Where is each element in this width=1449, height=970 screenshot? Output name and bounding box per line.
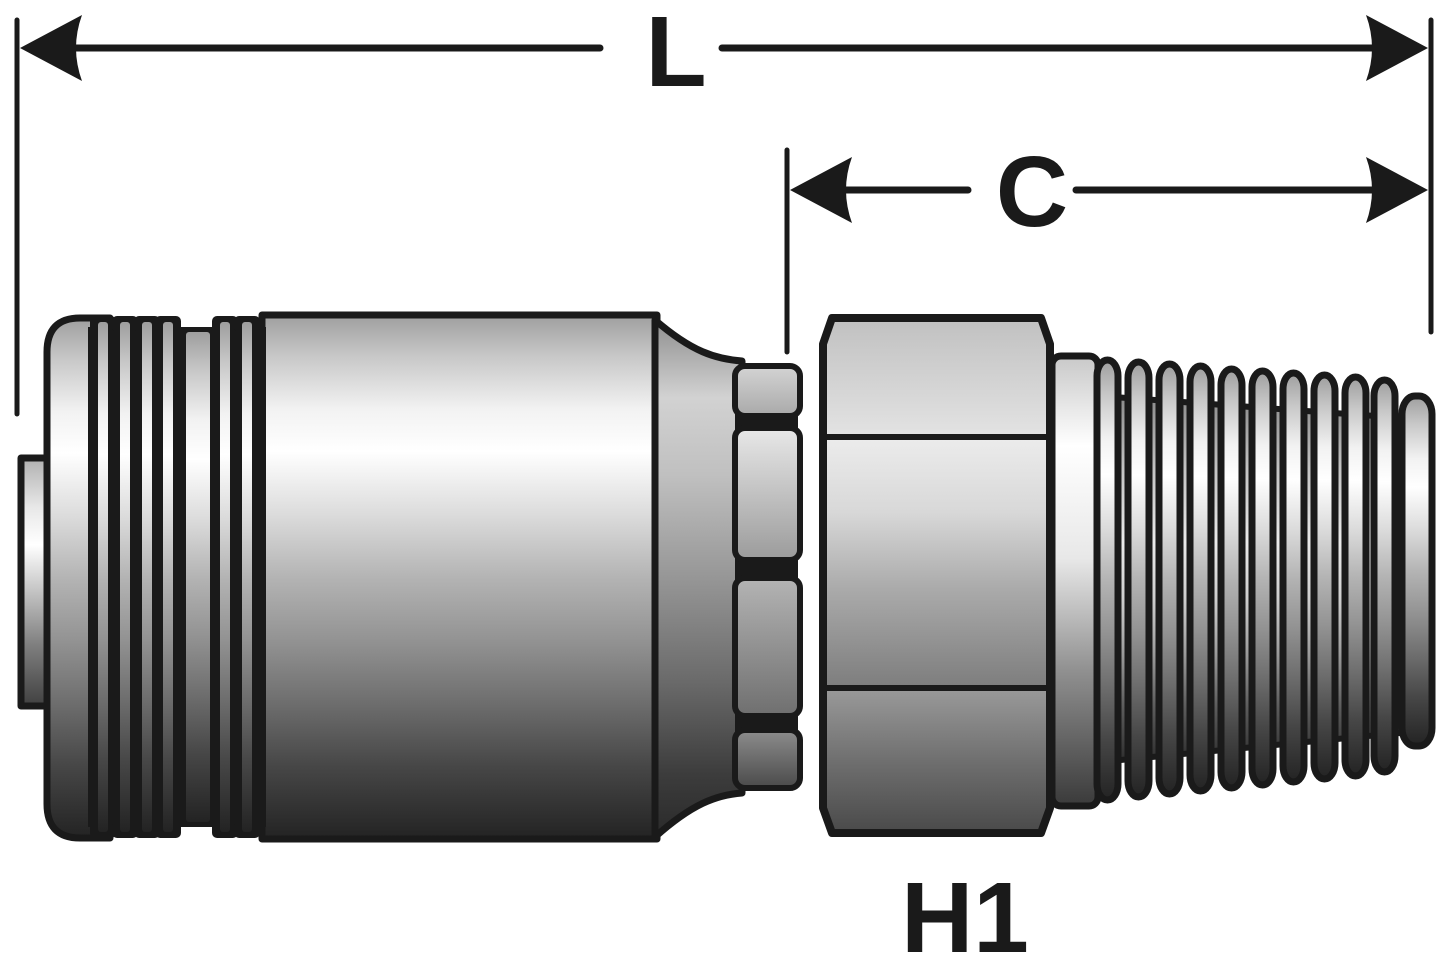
- crimp-shell-body: [258, 311, 661, 843]
- arrowhead-right: [1366, 15, 1428, 81]
- dimension-line-L: [20, 15, 1428, 81]
- thread-crest: [1279, 369, 1308, 786]
- thread-crest: [1155, 360, 1184, 798]
- crimp-shell-serrations: [88, 316, 266, 838]
- thread-crest: [1186, 362, 1215, 795]
- dimension-label-C: C: [996, 136, 1068, 248]
- arrowhead-left: [790, 157, 852, 223]
- thread-crest: [1310, 371, 1339, 783]
- thread-crest: [1124, 358, 1153, 801]
- dimension-annotations: L C H1: [14, 0, 1434, 970]
- thread-crest: [1248, 367, 1277, 789]
- hex-nut: [819, 314, 1054, 837]
- thread-neck: [1048, 352, 1102, 810]
- collar-grooves: [732, 363, 803, 791]
- male-tapered-thread: [1093, 356, 1436, 804]
- arrowhead-right: [1366, 157, 1428, 223]
- thread-end-chamfer: [1398, 392, 1436, 750]
- arrowhead-left: [20, 15, 82, 81]
- hex-size-label-H1: H1: [901, 862, 1029, 970]
- thread-crest: [1093, 356, 1122, 804]
- thread-crest: [1217, 365, 1246, 792]
- thread-crest: [1341, 373, 1370, 780]
- dimension-label-L: L: [645, 0, 706, 108]
- coupling-drawing: [17, 311, 1436, 843]
- bell-transition: [651, 316, 746, 841]
- dimension-line-C: [790, 157, 1428, 223]
- thread-crest: [1370, 376, 1399, 776]
